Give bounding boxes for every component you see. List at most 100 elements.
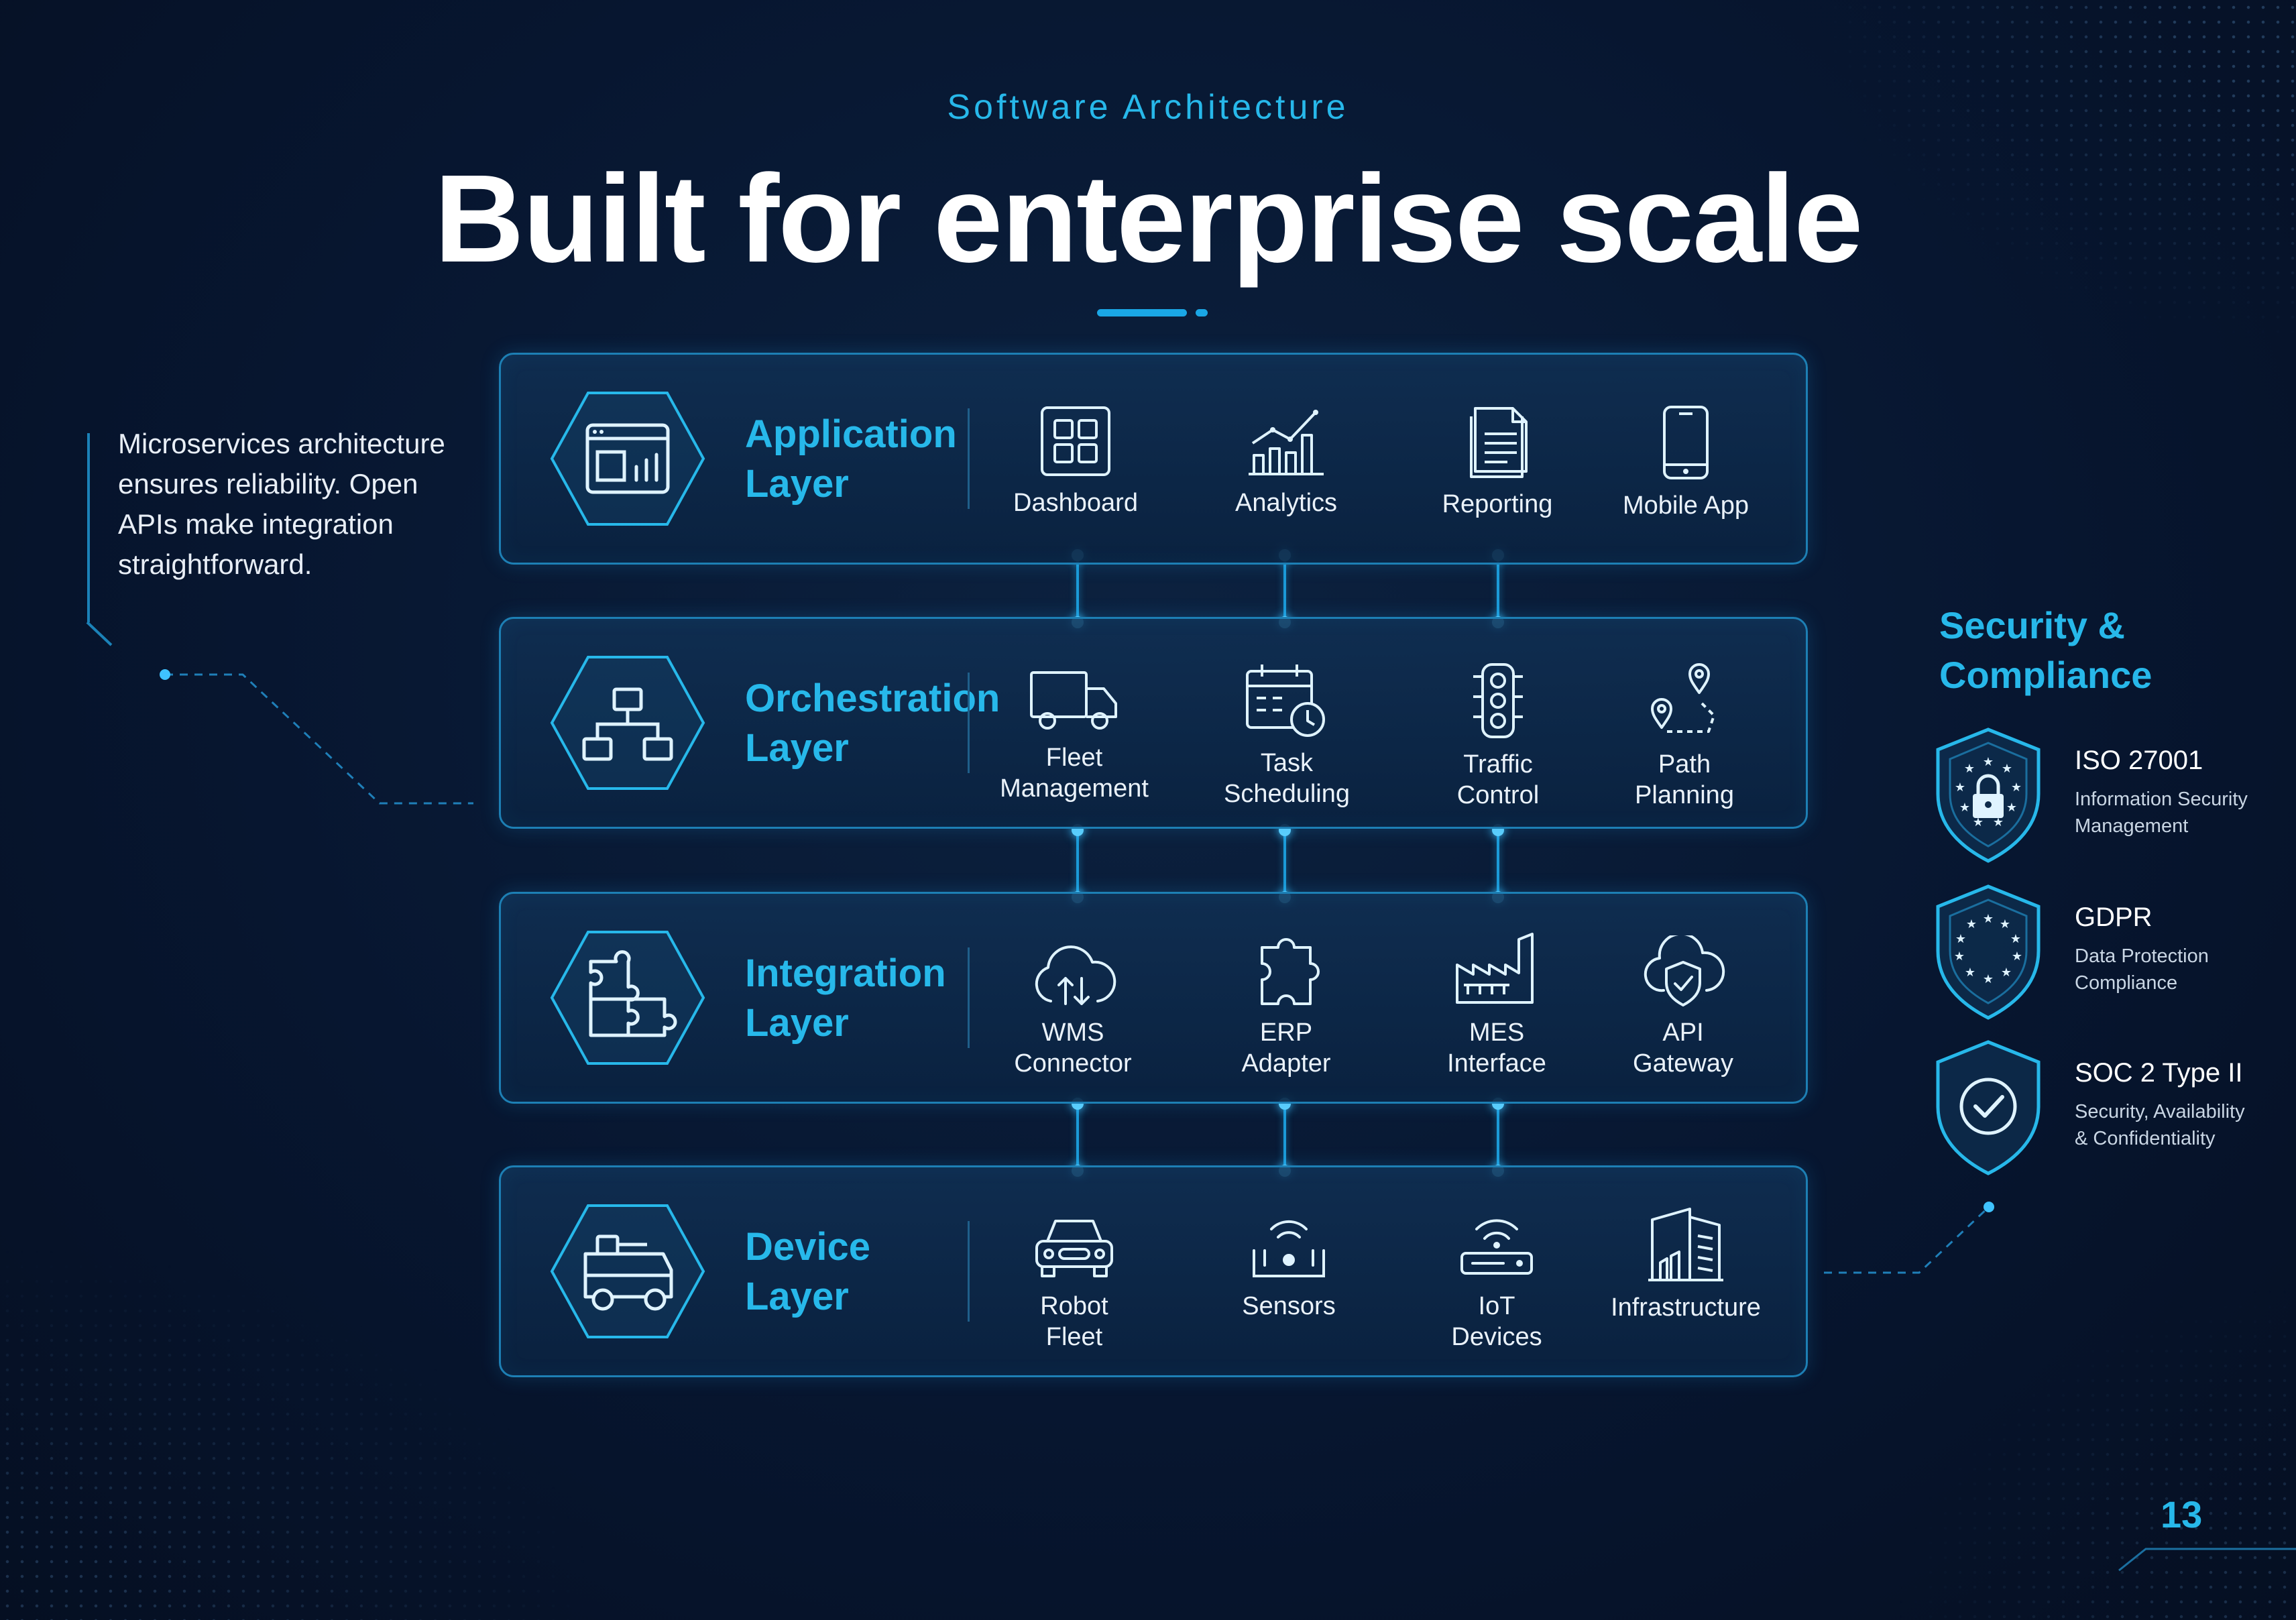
item-label: API Gateway [1633, 1019, 1733, 1078]
svg-text:★: ★ [2012, 949, 2022, 964]
page-number: 13 [2161, 1493, 2203, 1536]
item-infrastructure: Infrastructure [1595, 1205, 1776, 1323]
item-label: Reporting [1442, 490, 1553, 518]
layer-divider [968, 1221, 970, 1322]
title-accent-bar [1097, 309, 1187, 316]
svg-text:★: ★ [2001, 966, 2012, 980]
badge-iso-27001: ★★★★ ★★★★★ ISO 27001 Information Securit… [1931, 724, 2280, 865]
item-label: Analytics [1235, 489, 1338, 517]
item-label: Robot Fleet [1040, 1292, 1108, 1351]
item-mobile-app: Mobile App [1595, 404, 1776, 521]
cloud-sync-icon [1035, 945, 1116, 1005]
shield-eu-stars-icon: ★★★★ ★★★★ ★★ [1936, 884, 2041, 1020]
puzzle-piece-icon [1261, 938, 1320, 1005]
svg-text:★: ★ [2000, 917, 2010, 931]
item-analytics: Analytics [1196, 404, 1377, 518]
layer-divider [968, 408, 970, 509]
section-eyebrow: Software Architecture [947, 88, 1349, 127]
document-report-icon [1470, 407, 1528, 478]
item-api-gateway: API Gateway [1593, 935, 1774, 1079]
svg-text:★: ★ [1993, 815, 2004, 829]
traffic-light-icon [1473, 663, 1523, 738]
bar-chart-icon [1249, 410, 1324, 475]
badge-title: GDPR [2075, 903, 2152, 932]
cloud-shield-icon [1644, 935, 1725, 1006]
item-robot-fleet: Robot Fleet [984, 1214, 1165, 1352]
item-label: Infrastructure [1611, 1293, 1761, 1322]
route-pins-icon [1651, 663, 1715, 733]
dot-pattern-bottom-right [1894, 1285, 2296, 1620]
shield-check-icon [1936, 1040, 2041, 1175]
item-label: Traffic Control [1456, 750, 1540, 809]
robot-car-icon [1035, 1220, 1113, 1277]
item-label: IoT Devices [1451, 1292, 1542, 1351]
svg-text:★: ★ [1973, 815, 1984, 829]
item-erp-adapter: ERP Adapter [1196, 929, 1377, 1079]
item-label: WMS Connector [1014, 1019, 1132, 1078]
svg-text:★: ★ [2011, 780, 2022, 795]
svg-text:★: ★ [1983, 972, 1994, 986]
svg-text:★: ★ [1964, 762, 1975, 776]
svg-text:★: ★ [2002, 762, 2012, 776]
svg-text:★: ★ [1983, 912, 1994, 926]
layer-divider [968, 947, 970, 1048]
robot-vehicle-icon [550, 1204, 705, 1338]
item-mes-interface: MES Interface [1406, 930, 1587, 1079]
item-label: Dashboard [1013, 489, 1138, 517]
item-sensors: Sensors [1198, 1212, 1379, 1322]
building-icon [1648, 1208, 1723, 1281]
badge-title: ISO 27001 [2075, 746, 2203, 775]
truck-icon [1030, 671, 1117, 730]
item-dashboard: Dashboard [985, 404, 1166, 518]
sensor-wifi-icon [1253, 1220, 1325, 1277]
svg-text:★: ★ [2010, 932, 2021, 946]
item-label: MES Interface [1447, 1019, 1546, 1078]
item-label: Path Planning [1635, 750, 1734, 809]
svg-text:★: ★ [1983, 755, 1994, 769]
security-title: Security &Compliance [1939, 604, 2152, 696]
svg-text:★: ★ [1955, 780, 1965, 795]
badge-description: Security, Availability& Confidentiality [2075, 1101, 2245, 1149]
dot-pattern-top-right [1813, 0, 2296, 349]
svg-text:★: ★ [1954, 949, 1965, 964]
svg-text:★: ★ [2006, 801, 2017, 815]
svg-text:★: ★ [1965, 966, 1975, 980]
puzzle-pieces-icon [550, 931, 705, 1065]
smartphone-icon [1663, 406, 1709, 479]
shield-lock-stars-icon: ★★★★ ★★★★★ [1936, 728, 2041, 863]
title-accent-dot [1196, 309, 1208, 316]
item-task-scheduling: Task Scheduling [1196, 662, 1377, 809]
svg-text:★: ★ [1966, 917, 1977, 931]
item-label: Mobile App [1622, 491, 1749, 520]
item-label: Fleet Management [1000, 744, 1149, 803]
hierarchy-icon [550, 656, 705, 790]
svg-text:★: ★ [1955, 932, 1966, 946]
item-reporting: Reporting [1407, 404, 1588, 520]
badge-soc-2-type-ii: SOC 2 Type II Security, Availability& Co… [1931, 1037, 2280, 1177]
item-fleet-management: Fleet Management [984, 669, 1165, 804]
page-title: Built for enterprise scale [434, 150, 1863, 288]
intro-text: Microservices architecture ensures relia… [118, 428, 445, 580]
grid-dashboard-icon [1041, 406, 1110, 476]
badge-title: SOC 2 Type II [2075, 1058, 2243, 1088]
factory-icon [1456, 933, 1534, 1004]
item-iot-devices: IoT Devices [1406, 1214, 1587, 1352]
item-label: Sensors [1242, 1292, 1336, 1320]
layer-divider [968, 673, 970, 773]
app-window-chart-icon [550, 392, 705, 526]
item-wms-connector: WMS Connector [982, 943, 1163, 1079]
intro-accent-line [87, 433, 90, 622]
svg-text:★: ★ [1959, 801, 1970, 815]
item-label: ERP Adapter [1241, 1019, 1331, 1078]
